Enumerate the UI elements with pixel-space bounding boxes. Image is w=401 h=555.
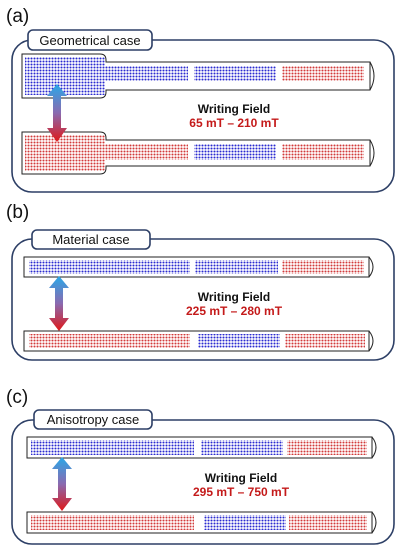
panel-a-field-range: 65 mT – 210 mT xyxy=(189,116,279,130)
domain-red xyxy=(29,334,190,348)
domain-blue xyxy=(195,260,278,274)
panel-a-field-title: Writing Field xyxy=(198,102,270,116)
panel-a-label: (a) xyxy=(6,6,29,27)
domain-red xyxy=(105,144,188,160)
domain-blue xyxy=(198,334,280,348)
panel-a: (a) Geometrical case Writing Field 65 mT… xyxy=(6,6,395,193)
domain-blue xyxy=(201,440,283,455)
panel-a-title-box xyxy=(27,29,153,51)
panel-c-top-wire xyxy=(26,436,377,459)
panel-a-bottom-wire xyxy=(21,131,375,175)
panel-c: (c) Anisotropy case Writing Field 295 mT… xyxy=(6,387,395,545)
domain-blue xyxy=(194,144,276,160)
domain-blue xyxy=(25,57,105,95)
wire-end-cap xyxy=(369,61,375,91)
wire-end-cap xyxy=(368,256,374,278)
switch-arrow-icon xyxy=(52,457,72,511)
panel-b-field-title: Writing Field xyxy=(198,290,270,304)
domain-red xyxy=(25,135,105,171)
domain-blue xyxy=(194,66,276,81)
domain-red xyxy=(31,515,194,530)
panel-b: (b) Material case Writing Field 225 mT –… xyxy=(6,202,395,361)
wire-end-cap xyxy=(371,436,377,459)
wire-end-cap xyxy=(369,139,375,167)
domain-blue xyxy=(29,260,190,274)
panel-c-field-title: Writing Field xyxy=(205,471,277,485)
domain-red xyxy=(282,144,364,160)
domain-blue xyxy=(31,440,194,455)
panel-b-title: Material case xyxy=(52,232,129,247)
switch-arrow-icon xyxy=(49,276,69,331)
panel-b-title-box xyxy=(31,229,151,250)
panel-b-bottom-wire xyxy=(23,330,374,352)
domain-red xyxy=(282,260,364,274)
panel-c-bottom-wire xyxy=(26,511,377,534)
domain-blue xyxy=(105,66,188,81)
panel-c-title-box xyxy=(33,409,153,430)
panel-c-title: Anisotropy case xyxy=(47,412,140,427)
panel-a-title: Geometrical case xyxy=(39,33,140,48)
domain-blue xyxy=(204,515,286,530)
domain-red xyxy=(289,515,367,530)
domain-red xyxy=(285,334,365,348)
panel-c-field-range: 295 mT – 750 mT xyxy=(193,485,290,499)
panel-a-top-wire xyxy=(21,53,375,99)
wire-end-cap xyxy=(371,511,377,534)
panel-b-label: (b) xyxy=(6,202,29,223)
switch-arrow-icon xyxy=(47,84,67,142)
panel-b-top-wire xyxy=(23,256,374,278)
panel-c-label: (c) xyxy=(6,387,28,408)
wire-end-cap xyxy=(368,330,374,352)
panel-b-field-range: 225 mT – 280 mT xyxy=(186,304,283,318)
domain-red xyxy=(282,66,364,81)
domain-red xyxy=(287,440,367,455)
